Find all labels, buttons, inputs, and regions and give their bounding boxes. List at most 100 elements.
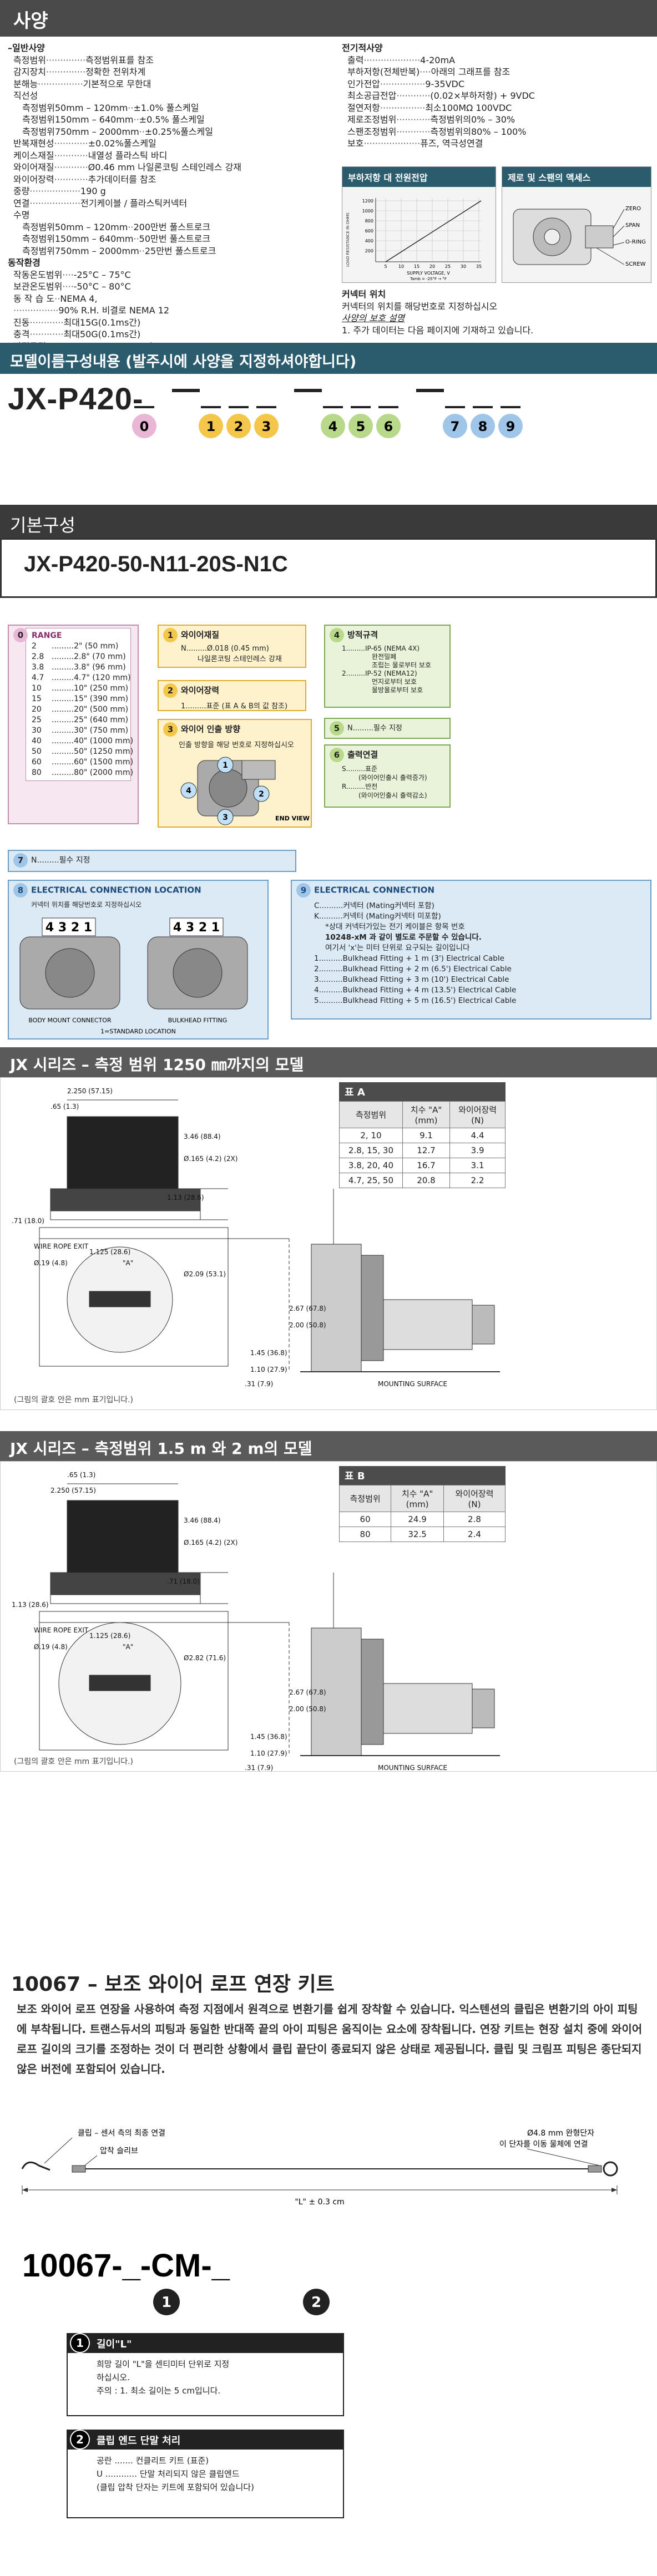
dimension-label: 1.13 (28.6) bbox=[167, 1194, 204, 1201]
dimension-label: 2.67 (67.8) bbox=[289, 1305, 326, 1312]
clip-label: 클립 – 센서 측의 최종 연결 bbox=[78, 2129, 165, 2138]
table-header: 치수 "A" (mm) bbox=[391, 1485, 444, 1512]
range-row: 60.........60" (1500 mm) bbox=[32, 757, 133, 768]
spec-row: 스팬조정범위············측정범위의80% – 100% bbox=[342, 126, 653, 138]
connector-footnote: 1. 주가 데이터는 다음 페이지에 기재하고 있습니다. bbox=[342, 324, 534, 336]
exit-dir-1: 1 bbox=[223, 761, 228, 770]
elec-conn-row: 1..........Bulkhead Fitting + 1 m (3') E… bbox=[314, 954, 504, 963]
dimension-label: "A" bbox=[123, 1259, 133, 1267]
basic-config-code: JX-P420-50-N11-20S-N1C bbox=[0, 538, 657, 598]
x-tick-label: 30 bbox=[461, 264, 466, 269]
x-tick-label: 10 bbox=[398, 264, 404, 269]
range-row: 25.........25" (640 mm) bbox=[32, 715, 128, 726]
dimension-label: .65 (1.3) bbox=[67, 1471, 95, 1479]
dimension-label: .71 (18.0) bbox=[167, 1578, 200, 1585]
model-slot-circle bbox=[254, 414, 279, 438]
model-slot-number: 4 bbox=[328, 419, 338, 434]
conn-loc-sub: 커넥터 위치를 해당번호로 지정하십시오 bbox=[31, 901, 142, 909]
range-value: 10" (250 mm) bbox=[74, 684, 129, 693]
spec-value: 전기케이블 / 플라스틱커넥터 bbox=[80, 197, 188, 209]
table-cell: 2.2 bbox=[449, 1173, 506, 1188]
table-cell: 80 bbox=[338, 1527, 392, 1542]
option5-text: N.........필수 지정 bbox=[347, 724, 402, 733]
dimension-label: Ø.165 (4.2) (2X) bbox=[184, 1539, 237, 1546]
spec-label: 케이스재질 bbox=[13, 150, 54, 161]
oring-label: O-RING bbox=[625, 239, 646, 245]
model-code-prefix: JX-P420- bbox=[8, 381, 144, 416]
leader-dots: ·· bbox=[133, 234, 139, 244]
leader-dots: ......... bbox=[52, 716, 74, 724]
kit-slot-2: 2 bbox=[311, 2294, 321, 2311]
output-heading: 출력연결 bbox=[347, 749, 378, 760]
leader-dots: ......... bbox=[52, 684, 74, 693]
range-value: 30" (750 mm) bbox=[74, 726, 129, 735]
y-tick-label: 400 bbox=[365, 239, 373, 244]
spec-label: 연결 bbox=[13, 197, 30, 209]
range-row: 50.........50" (1250 mm) bbox=[32, 747, 133, 757]
length-label: "L" ± 0.3 cm bbox=[295, 2198, 344, 2207]
leader-dots: ......... bbox=[52, 768, 74, 777]
dimension-label: 2.00 (50.8) bbox=[289, 1705, 326, 1713]
range-value: 80" (2000 mm) bbox=[74, 768, 134, 777]
spec-value: -50°C – 80°C bbox=[73, 281, 131, 292]
dimension-label: 2.250 (57.15) bbox=[67, 1087, 113, 1095]
load-resistance-chart: LOAD RESISTANCE IN OHMS 1200100080060040… bbox=[346, 198, 482, 281]
screw-label: SCREW bbox=[625, 261, 646, 267]
x-tick-label: 5 bbox=[384, 264, 387, 269]
kit-clip-end-box: 2 클립 엔드 단말 처리 공란 ....... 컨클리트 키트 (표준) U … bbox=[67, 2430, 344, 2518]
env-rating-opt2-c: 물방울로부터 보호 bbox=[372, 686, 423, 694]
table-cell: 2, 10 bbox=[339, 1128, 403, 1143]
wire-extension-drawing: 클립 – 센서 측의 최종 연결 압착 슬리브 Ø4.8 mm 완형단자 이 단… bbox=[21, 2129, 618, 2207]
spec-row: 인가전압················9-35VDC bbox=[342, 78, 653, 90]
kit-model-code: 10067-_-CM-_ 1 2 bbox=[22, 2248, 330, 2315]
connector-location-note: 커넥터 위치 커넥터의 위치를 해당번호로 지정하십시오 사양의 보호 설명 1… bbox=[342, 288, 653, 336]
leader-dots: ......... bbox=[52, 663, 74, 672]
leader-dots: ·· bbox=[139, 126, 145, 137]
output-std-desc: (와이어인출시 출력증가) bbox=[358, 774, 427, 782]
spec-row: 충격············최대50G(0.1ms간) bbox=[8, 328, 319, 341]
dimension-label: .31 (7.9) bbox=[245, 1380, 273, 1388]
spec-label: 반복재현성 bbox=[13, 138, 54, 149]
span-label: SPAN bbox=[625, 222, 640, 229]
env-rating-heading: 방적규격 bbox=[347, 630, 378, 640]
load-resistance-figure-title: 부하저항 대 전원전압 bbox=[342, 167, 496, 187]
dimension-label: 2.67 (67.8) bbox=[289, 1688, 326, 1696]
dimension-label: MOUNTING SURFACE bbox=[378, 1764, 447, 1771]
range-row: 3.8.........3.8" (96 mm) bbox=[32, 662, 126, 673]
dimension-label: WIRE ROPE EXIT bbox=[34, 1243, 89, 1250]
spec-row: 측정범위750mm – 2000mm··±0.25%풀스케일 bbox=[8, 126, 319, 138]
general-spec-heading: –일반사양 bbox=[8, 43, 45, 53]
spec-label: 진동 bbox=[13, 317, 30, 328]
y-tick-label: 600 bbox=[365, 229, 373, 234]
range-row: 10.........10" (250 mm) bbox=[32, 683, 129, 694]
dimension-label: 2.250 (57.15) bbox=[50, 1487, 96, 1494]
model-slot-number: 3 bbox=[262, 419, 271, 434]
leader-dots: ......... bbox=[52, 747, 74, 756]
model-slot-circle bbox=[199, 414, 223, 438]
elec-conn-row: 2..........Bulkhead Fitting + 2 m (6.5')… bbox=[314, 965, 512, 973]
leader-dots: ···· bbox=[420, 67, 431, 77]
leader-dots: ············ bbox=[29, 329, 64, 339]
leader-dots: ···· bbox=[62, 269, 74, 280]
connector-italic: 사양의 보호 설명 bbox=[342, 313, 405, 323]
x-tick-label: 25 bbox=[445, 264, 451, 269]
range-code: 15 bbox=[32, 694, 42, 703]
range-row: 40.........40" (1000 mm) bbox=[32, 736, 133, 747]
range-heading: RANGE bbox=[32, 631, 62, 640]
spec-label: 보관온도범위 bbox=[13, 281, 63, 292]
elec-conn-row: *상대 커넥터가있는 전기 케이블은 항목 번호 bbox=[325, 922, 465, 931]
kit-length-box: 1 길이"L" 희망 길이 "L"을 센티미터 단위로 지정 하십시오. 주의 … bbox=[67, 2333, 344, 2416]
wire-tension-line1: 1.........표준 (표 A & B의 값 참조) bbox=[181, 702, 288, 711]
env-rating-circle: 4 bbox=[330, 628, 344, 642]
standard-location-note: 1=STANDARD LOCATION bbox=[100, 1028, 176, 1035]
leader-dots: ·················· bbox=[29, 197, 80, 209]
spec-row: 감지장치··············정확한 전위차계 bbox=[8, 66, 319, 78]
leader-dots: ......... bbox=[52, 694, 74, 703]
table-cell: 2.8 bbox=[443, 1512, 506, 1527]
spec-value: (0.02×부하저항) + 9VDC bbox=[430, 90, 535, 101]
